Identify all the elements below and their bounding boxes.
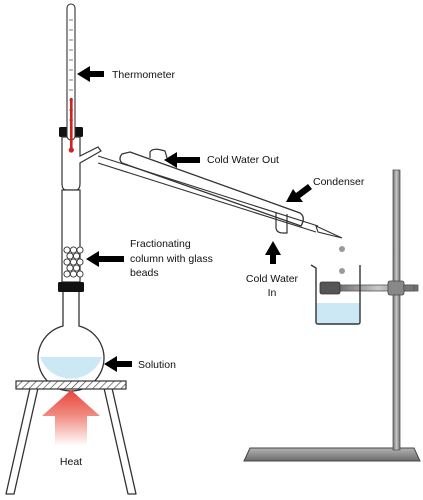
condenser-drip-tip — [315, 224, 343, 239]
label-condenser: Condenser — [313, 176, 365, 188]
glass-beads — [63, 246, 84, 278]
round-bottom-flask — [37, 292, 105, 392]
falling-drop-1 — [339, 246, 345, 252]
label-heat: Heat — [60, 456, 82, 468]
stand-clamp-jaw — [319, 281, 341, 295]
flask-solution — [40, 357, 102, 379]
thermometer-bulb — [68, 147, 74, 153]
falling-drop-2 — [339, 268, 345, 274]
receiving-beaker — [310, 246, 361, 325]
label-solution: Solution — [138, 359, 176, 371]
condenser-outer-jacket — [119, 151, 304, 227]
beaker-liquid — [316, 303, 360, 324]
condenser-water-outlet — [149, 148, 168, 159]
arrow-solution-icon — [104, 356, 132, 372]
label-thermometer: Thermometer — [112, 69, 176, 81]
label-fractionating-line1: Fractionating — [130, 238, 191, 250]
label-cold-water-out: Cold Water Out — [207, 154, 279, 166]
label-arrows — [77, 66, 312, 372]
condenser-inner-tube-bottom — [97, 162, 317, 233]
label-fractionating-line2: column with glass — [130, 253, 213, 265]
thermometer-mercury — [70, 98, 73, 148]
arrow-cold-water-in-icon — [265, 241, 281, 264]
fractionating-column — [58, 127, 102, 292]
stand-base — [243, 447, 421, 462]
arrow-cold-water-out-icon — [164, 152, 200, 168]
beaker-outline — [310, 264, 361, 325]
label-cold-water-in-line1: Cold Water — [246, 273, 299, 285]
tripod-stand — [5, 380, 137, 495]
tripod-leg-right — [103, 387, 137, 495]
stand-clamp-boss — [387, 280, 405, 296]
tripod-leg-left — [5, 387, 39, 495]
heat-arrow-icon — [42, 390, 100, 446]
thermometer — [66, 3, 76, 153]
ring-stand — [243, 169, 421, 462]
arrow-fractionating-icon — [86, 251, 124, 267]
stand-clamp-screw — [403, 284, 415, 292]
column-lower-stopper — [58, 282, 84, 292]
condenser-inner-tube-top — [97, 155, 319, 227]
arrow-thermometer-icon — [77, 66, 104, 82]
labels: Thermometer Cold Water Out Condenser Fra… — [60, 69, 365, 468]
condenser-water-inlet — [275, 212, 288, 234]
gauze-mat — [15, 380, 127, 390]
still-head — [61, 136, 102, 191]
label-cold-water-in-line2: In — [268, 287, 277, 299]
stand-rod — [392, 169, 401, 451]
condenser — [97, 148, 343, 239]
label-fractionating-line3: beads — [130, 267, 159, 279]
arrow-condenser-icon — [286, 184, 312, 202]
